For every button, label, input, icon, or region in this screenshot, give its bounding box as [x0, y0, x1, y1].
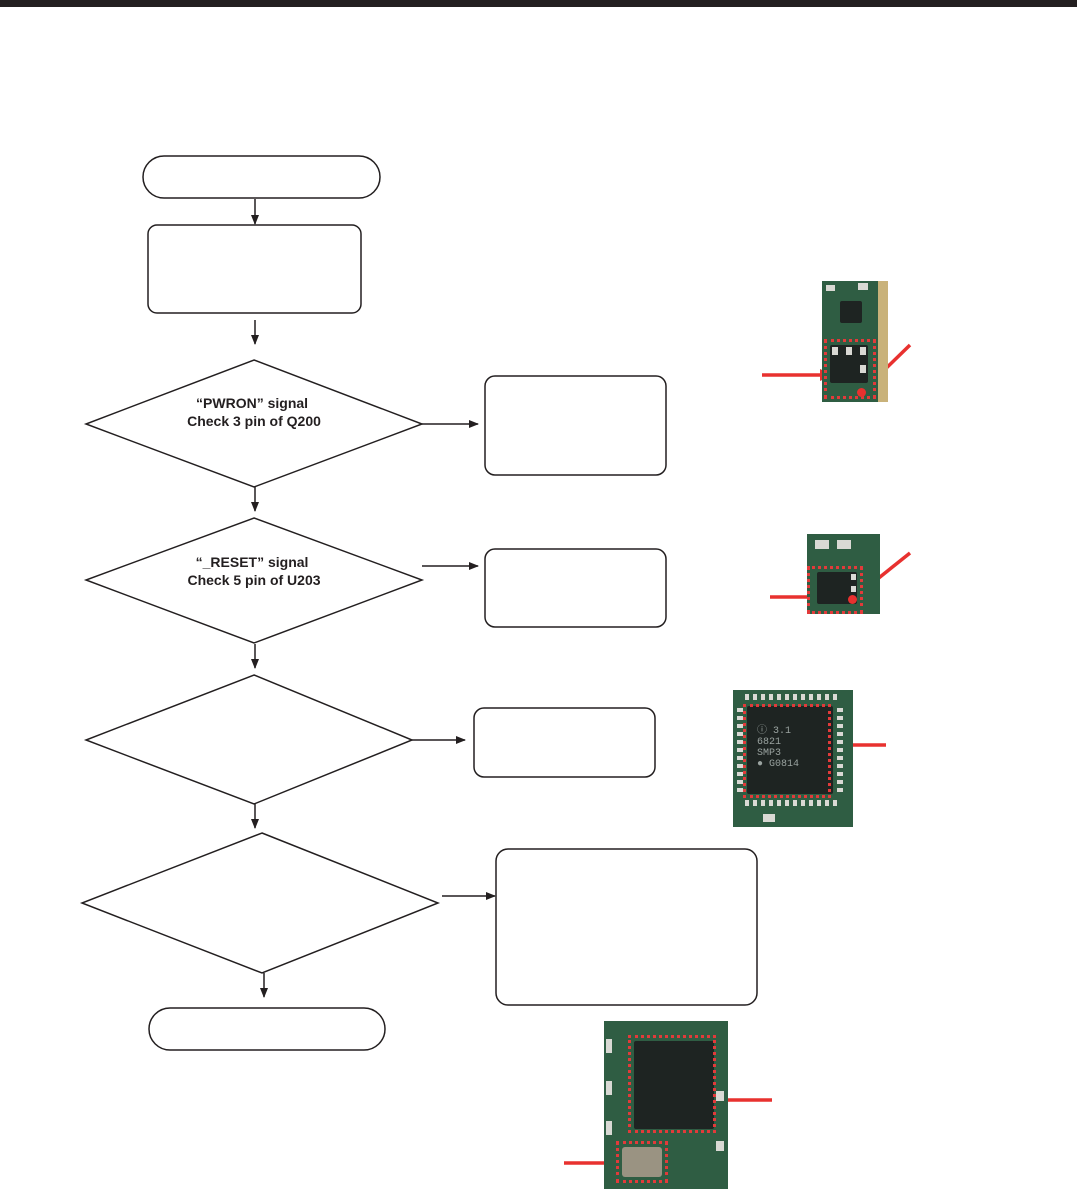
highlight-box — [628, 1035, 716, 1133]
pin-row-bottom — [745, 800, 837, 806]
decision-3 — [83, 674, 414, 805]
component-pad — [815, 540, 829, 549]
component-pad — [837, 540, 851, 549]
pwron-label: “PWRON” signal Check 3 pin of Q200 — [187, 395, 321, 429]
pcb-photo-smp3: ⓘ 3.1 6821 SMP3 ● G0814 — [733, 690, 853, 827]
component-pad — [763, 814, 775, 822]
component-pad — [826, 285, 835, 291]
start-terminal — [142, 155, 381, 199]
component-pad — [716, 1141, 724, 1151]
decision-4 — [79, 832, 441, 974]
component-pad — [860, 347, 866, 355]
pcb-photo-u203 — [807, 534, 880, 614]
decision-reset — [83, 517, 425, 644]
result-box-reset — [484, 548, 667, 628]
component-pad — [606, 1121, 612, 1135]
smp3-chip — [747, 706, 833, 794]
highlight-box — [743, 704, 831, 798]
process-box-1 — [147, 224, 362, 314]
decision-pwron — [83, 359, 425, 488]
highlight-box — [616, 1141, 668, 1183]
pcb-photo-q200 — [822, 281, 888, 402]
component-pad — [606, 1039, 612, 1053]
component-pad — [716, 1091, 724, 1101]
result-box-pwron — [484, 375, 667, 476]
reset-label: “_RESET” signal Check 5 pin of U203 — [187, 554, 320, 588]
result-box-4 — [495, 848, 758, 1006]
board-edge — [878, 281, 888, 402]
component-pad — [832, 347, 838, 355]
component-pad — [846, 347, 852, 355]
pin-row-left — [737, 708, 743, 794]
component-pad — [860, 365, 866, 373]
pin-marker — [857, 388, 866, 397]
component-pad — [851, 586, 856, 592]
chip-marking: ⓘ 3.1 6821 SMP3 ● G0814 — [757, 726, 800, 770]
component-pad — [606, 1081, 612, 1095]
result-box-3 — [473, 707, 656, 778]
end-terminal — [148, 1007, 386, 1051]
pin-marker — [848, 595, 857, 604]
crystal — [622, 1147, 662, 1177]
pin-row-top — [745, 694, 837, 700]
component-pad — [858, 283, 868, 290]
pin-row-right — [837, 708, 843, 794]
main-chip — [634, 1041, 714, 1129]
highlight-box — [824, 339, 876, 399]
component-pad — [851, 574, 856, 580]
header-rule — [0, 0, 1077, 7]
highlight-box — [807, 566, 863, 614]
transistor-chip — [840, 301, 862, 323]
pcb-photo-main-chip — [604, 1021, 728, 1189]
